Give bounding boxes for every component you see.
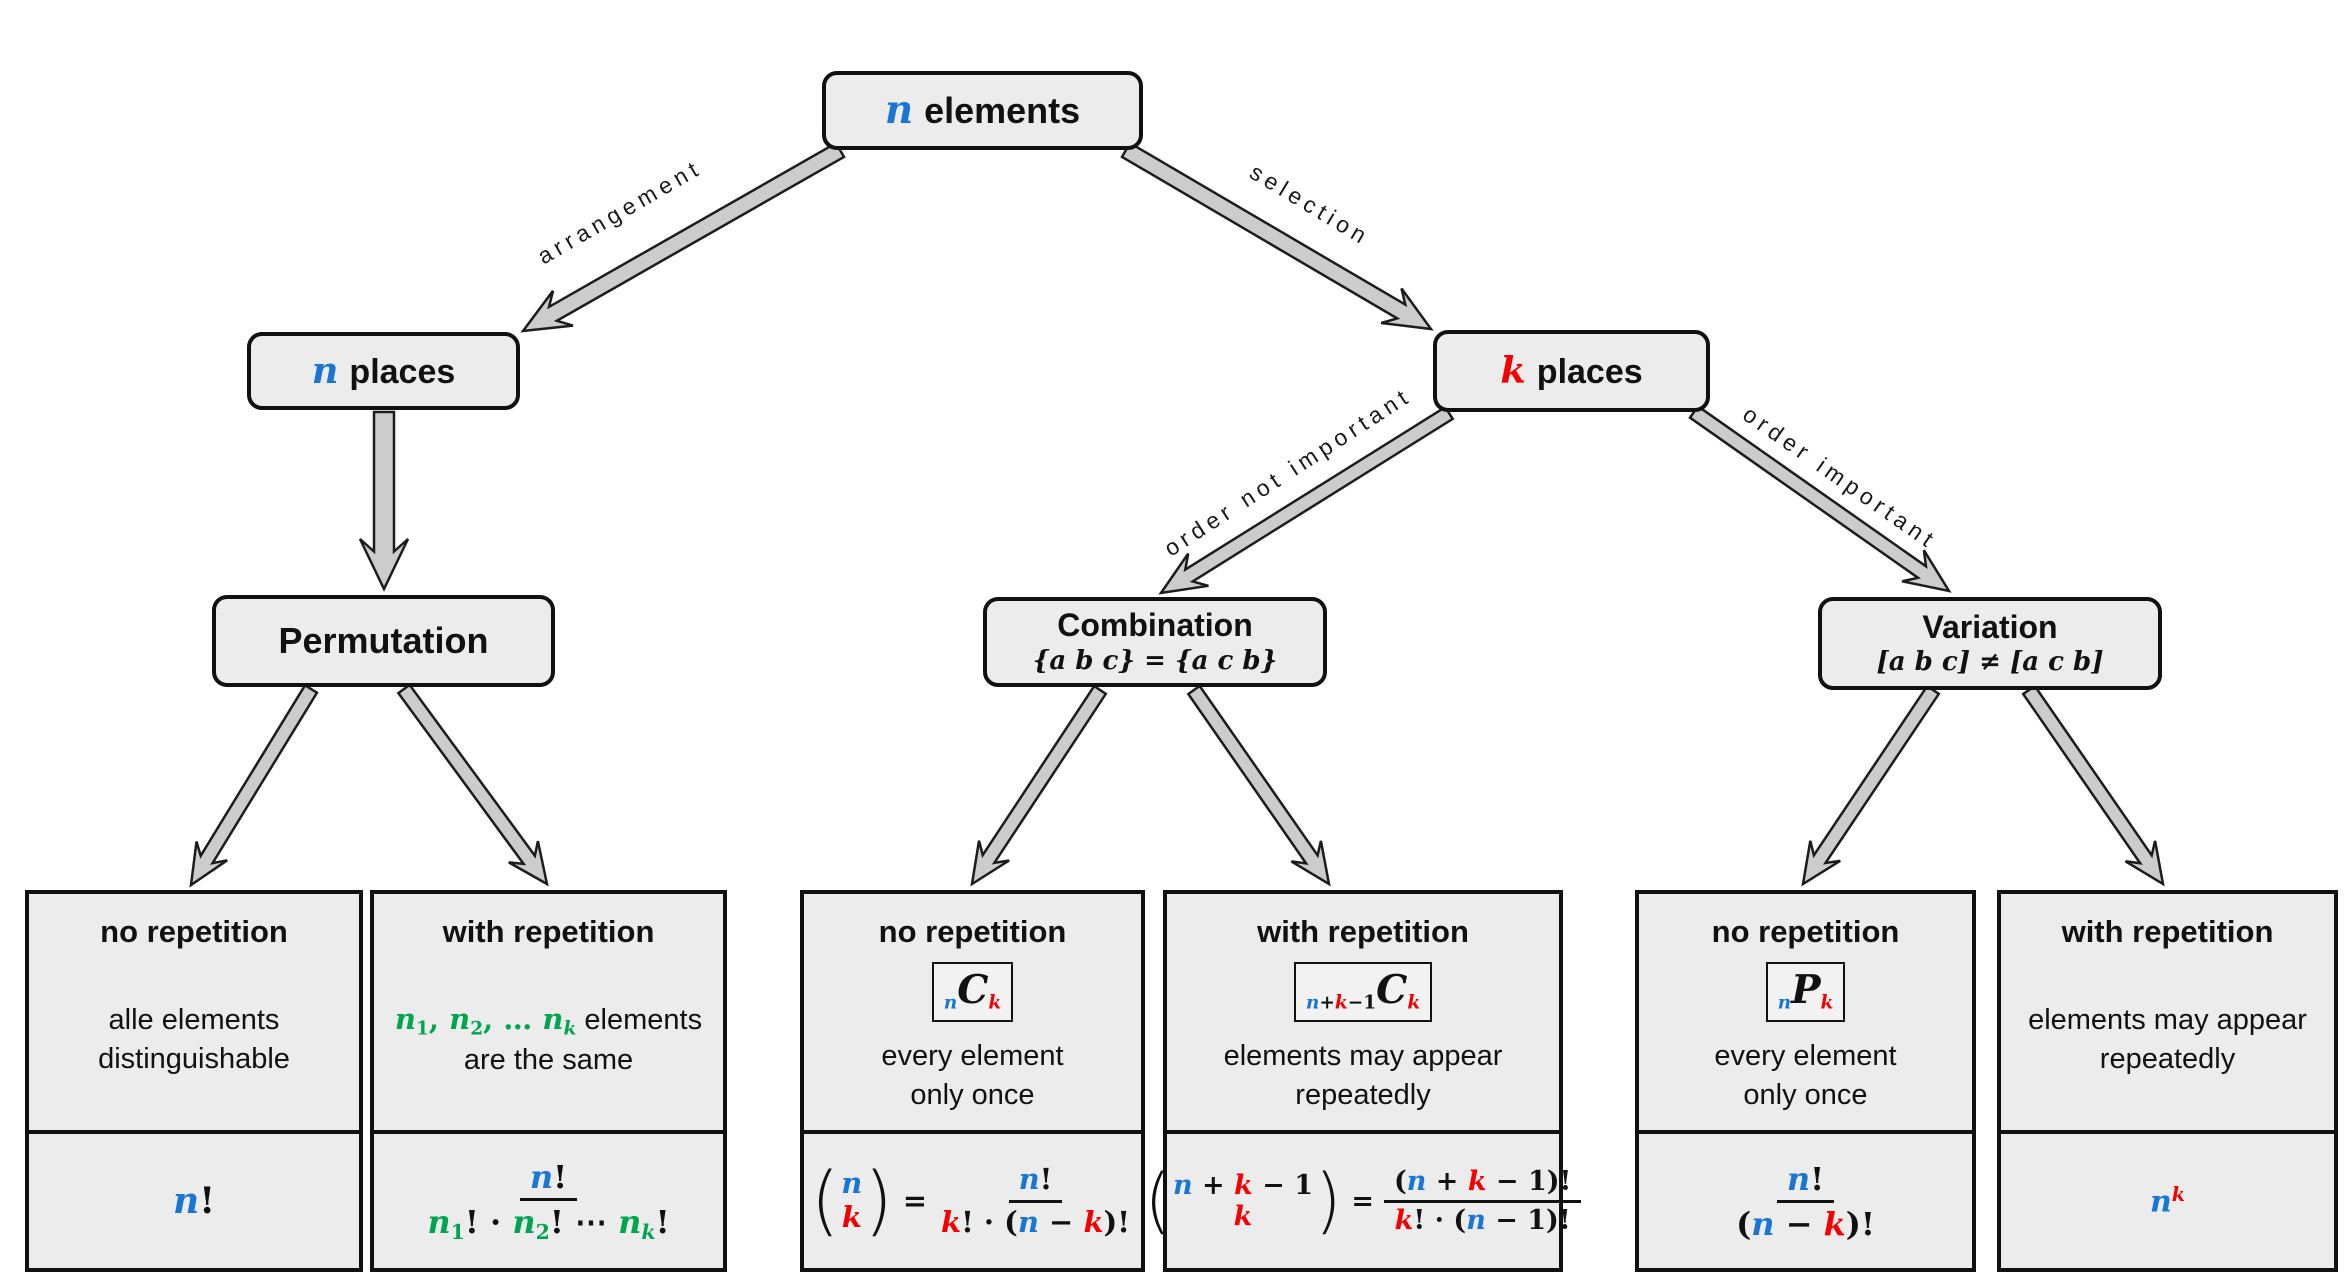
equals-sign: =	[902, 1184, 927, 1218]
node-n-elements-text: elements	[924, 90, 1081, 132]
fraction-denominator: (n − k)!	[1736, 1204, 1875, 1243]
fraction-numerator: n!	[1008, 1161, 1063, 1203]
paren-left: (	[811, 1156, 840, 1245]
leaf-combination-no-repetition: no repetition nCk every element only onc…	[800, 890, 1145, 1272]
equals-sign: =	[1351, 1185, 1374, 1217]
node-variation-example: [a b c] ≠ [a c b]	[1876, 647, 2104, 678]
description-line: repeatedly	[2099, 1043, 2236, 1075]
binomial-bottom: k	[841, 1200, 862, 1234]
math-k: k	[1500, 348, 1526, 392]
description-line: every element	[881, 1039, 1064, 1072]
description-line: alle elements	[108, 1003, 280, 1036]
description-line: repeatedly	[1295, 1078, 1431, 1111]
formula-n-power-k: nk	[2149, 1182, 2186, 1220]
leaf-formula: ( n + k − 1 k ) = (n + k − 1)! k! · (n −…	[1145, 1130, 1582, 1268]
arrow-n-places-to-permutation	[358, 410, 410, 592]
leaf-heading: no repetition	[878, 914, 1067, 949]
arrow-variation-to-with-repetition	[2021, 684, 2165, 887]
leaf-formula: nk	[2001, 1130, 2334, 1268]
paren-right: )	[1314, 1159, 1342, 1243]
leaf-permutation-with-repetition: with repetition n1, n2, … nk elements ar…	[370, 890, 727, 1272]
description-line: n1, n2, … nk elements	[394, 1001, 703, 1040]
description-line: distinguishable	[98, 1043, 290, 1075]
leaf-formula: ( n k ) = n! k! · (n − k)!	[804, 1130, 1141, 1268]
node-combination-title: Combination	[1057, 607, 1253, 644]
leaf-description: every element only once	[881, 1037, 1063, 1115]
fraction: (n + k − 1)! k! · (n − 1)!	[1383, 1165, 1582, 1238]
arrow-combination-to-no-repetition	[970, 684, 1108, 887]
leaf-heading: no repetition	[100, 914, 288, 949]
node-variation: Variation [a b c] ≠ [a c b]	[1818, 597, 2162, 690]
leaf-heading: with repetition	[1257, 914, 1469, 949]
description-line: elements may appear	[2028, 1003, 2307, 1036]
leaf-permutation-no-repetition: no repetition alle elements distinguisha…	[25, 890, 363, 1272]
arrow-permutation-to-no-repetition	[189, 683, 319, 888]
fraction-denominator: k! · (n − k)!	[941, 1204, 1130, 1239]
leaf-variation-no-repetition: no repetition nPk every element only onc…	[1635, 890, 1976, 1272]
math-n: n	[311, 348, 339, 392]
leaf-heading: no repetition	[1711, 914, 1900, 949]
fraction: n! n1! · n2! ⋯ nk!	[423, 1157, 673, 1246]
node-combination: Combination {a b c} = {a c b}	[983, 597, 1327, 687]
fraction-denominator: n1! · n2! ⋯ nk!	[427, 1202, 670, 1244]
leaf-variation-with-repetition: with repetition elements may appear repe…	[1997, 890, 2338, 1272]
binomial-top: n	[841, 1165, 863, 1200]
description-line: only once	[910, 1078, 1035, 1111]
arrow-combination-to-with-repetition	[1186, 684, 1331, 887]
description-line: elements may appear	[1223, 1039, 1503, 1072]
arrow-arrangement	[520, 141, 846, 333]
fraction: n! (n − k)!	[1732, 1159, 1879, 1244]
binomial-top: n + k − 1	[1172, 1169, 1313, 1201]
symbol-nCk: nCk	[931, 962, 1014, 1022]
description-line: every element	[1714, 1039, 1897, 1072]
math-n: n	[884, 87, 914, 134]
paren-right: )	[864, 1156, 893, 1245]
leaf-formula: n!	[29, 1130, 359, 1268]
leaf-description: alle elements distinguishable	[98, 1001, 290, 1079]
description-line: only once	[1743, 1078, 1868, 1111]
arrow-permutation-to-with-repetition	[396, 683, 549, 887]
binomial-coefficient: ( n + k − 1 k )	[1144, 1159, 1342, 1243]
node-permutation: Permutation	[212, 595, 555, 687]
symbol-n-plus-k-minus-1-C-k: n+k−1Ck	[1293, 962, 1433, 1022]
fraction-numerator: (n + k − 1)!	[1383, 1165, 1582, 1203]
leaf-heading: with repetition	[442, 914, 655, 949]
node-variation-title: Variation	[1922, 608, 2058, 645]
node-combination-example: {a b c} = {a c b}	[1032, 645, 1278, 676]
node-k-places-text: places	[1536, 352, 1643, 391]
arrow-selection	[1120, 141, 1434, 331]
fraction: n! k! · (n − k)!	[937, 1161, 1134, 1241]
leaf-description: elements may appear repeatedly	[2028, 1001, 2307, 1079]
fraction-numerator: n!	[1776, 1159, 1835, 1203]
arrow-order-not-important	[1158, 405, 1455, 595]
description-line: are the same	[463, 1044, 634, 1077]
node-permutation-title: Permutation	[278, 620, 489, 662]
leaf-formula: n! (n − k)!	[1639, 1130, 1972, 1268]
arrow-variation-to-no-repetition	[1801, 684, 1941, 887]
node-n-places-text: places	[349, 352, 456, 391]
leaf-formula: n! n1! · n2! ⋯ nk!	[374, 1130, 723, 1268]
paren-left: (	[1144, 1159, 1171, 1243]
leaf-description: every element only once	[1714, 1037, 1896, 1115]
formula-n-factorial: n!	[173, 1180, 215, 1222]
leaf-description: n1, n2, … nk elements are the same	[395, 1000, 702, 1081]
leaf-description: elements may appear repeatedly	[1224, 1037, 1503, 1115]
leaf-combination-with-repetition: with repetition n+k−1Ck elements may app…	[1145, 890, 1582, 1272]
binomial-bottom: k	[1233, 1201, 1253, 1232]
arrow-order-important	[1688, 404, 1952, 593]
fraction-denominator: k! · (n − 1)!	[1394, 1204, 1571, 1236]
fraction-numerator: n!	[519, 1157, 578, 1201]
symbol-nPk: nPk	[1765, 962, 1846, 1022]
binomial-coefficient: ( n k )	[811, 1156, 893, 1245]
leaf-heading: with repetition	[2061, 914, 2274, 949]
